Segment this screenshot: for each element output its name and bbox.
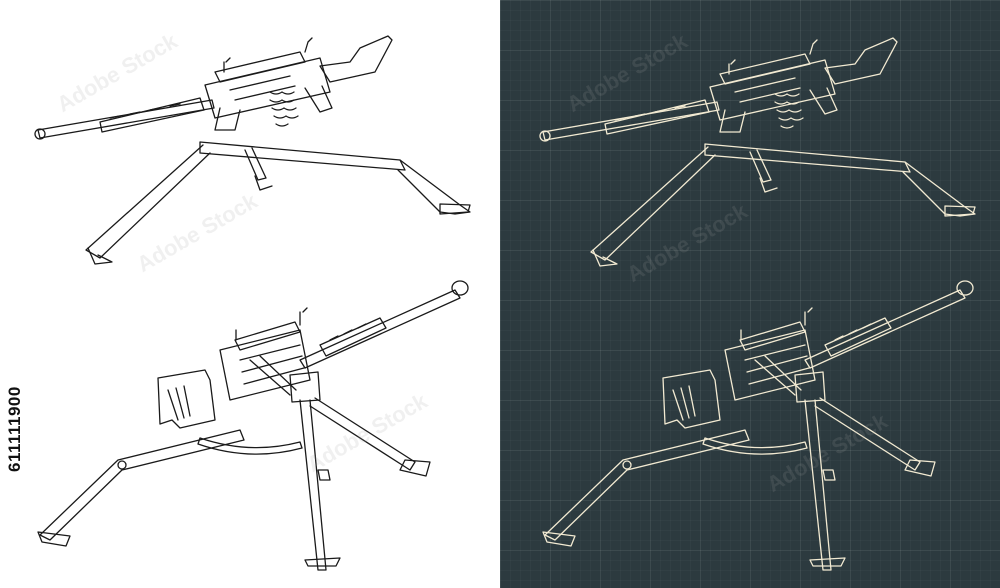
light-panel [0, 0, 500, 588]
stock-id-label: 611111900 [4, 364, 26, 494]
gun-front-view-blueprint [542, 280, 974, 571]
gun-front-view-light [37, 280, 469, 571]
gun-side-view-blueprint [539, 37, 976, 267]
blueprint-panel [500, 0, 1000, 588]
gun-side-view-light [34, 35, 471, 265]
